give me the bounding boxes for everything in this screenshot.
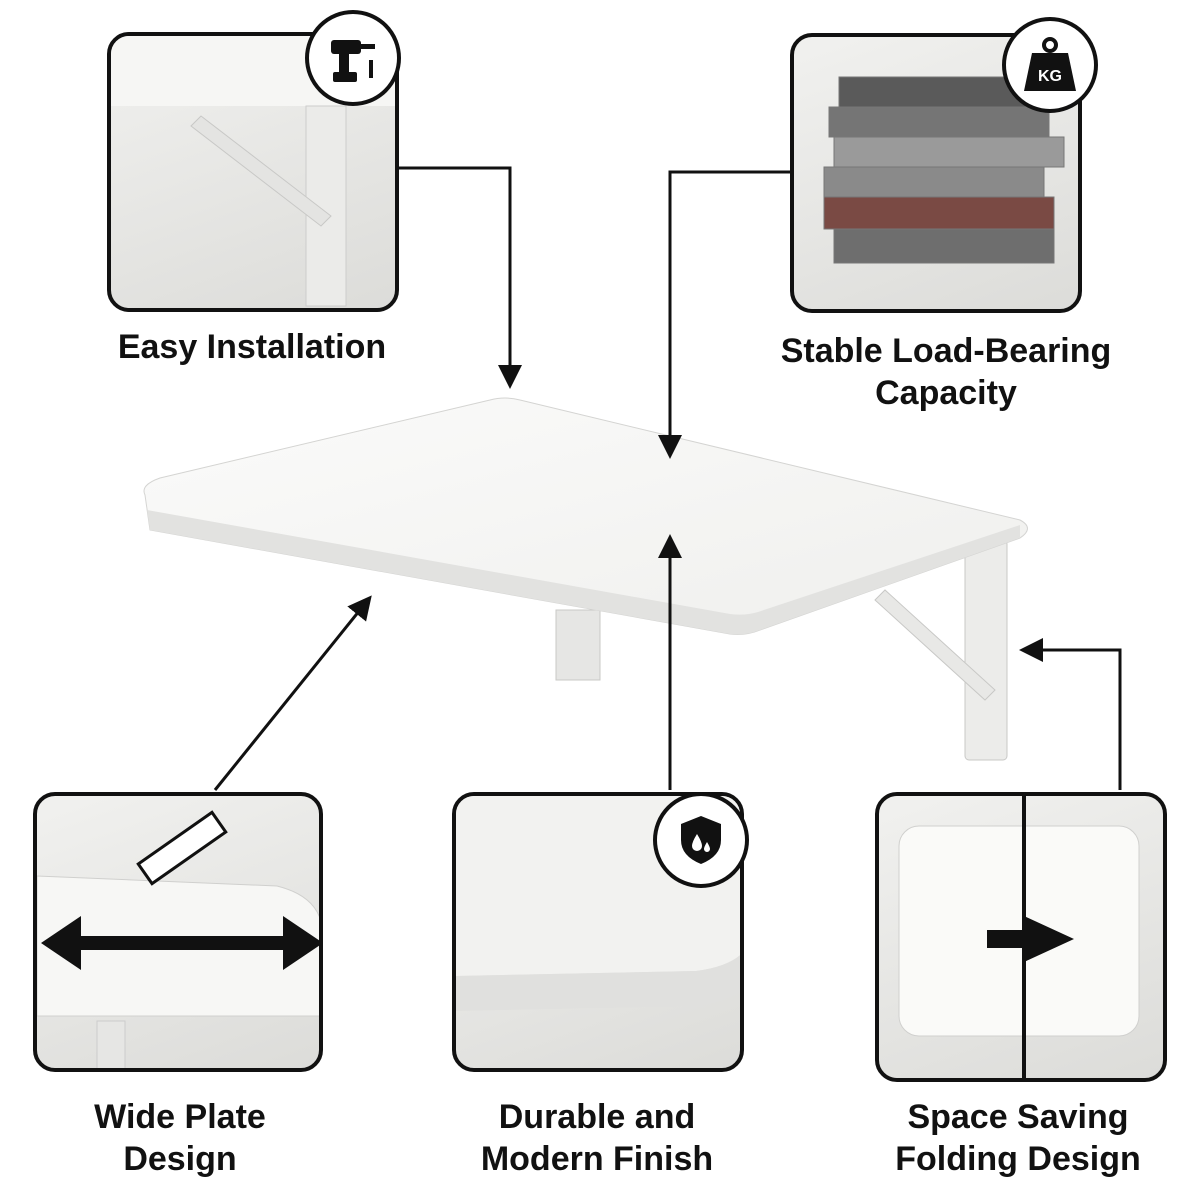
drill-icon [305,10,401,106]
table-top [143,397,1028,635]
wall-bracket-left [555,609,601,681]
feature-title: Easy Installation [117,328,387,366]
arrow-installation [398,166,522,389]
connector-arrows [213,166,1122,791]
feature-image-folding [875,792,1167,1082]
double-arrow-icon [41,916,319,970]
arrow-load-bearing [658,170,790,459]
ruler-icon [136,810,228,886]
feature-image-wide-plate [33,792,323,1072]
weight-icon: KG [1002,17,1098,113]
wall-bracket-right [874,539,1008,761]
arrow-wide-plate [213,595,372,791]
arrow-right-icon [987,916,1074,962]
waterproof-shield-icon [653,792,749,888]
svg-text:KG: KG [1038,68,1062,85]
arrow-folding [1019,638,1122,790]
